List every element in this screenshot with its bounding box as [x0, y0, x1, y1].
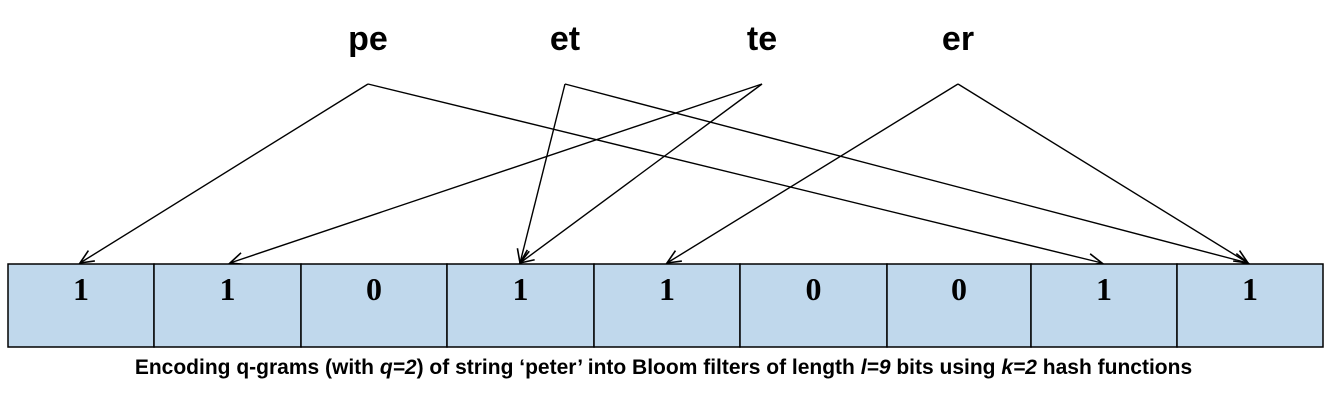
qgram-pe: pe [348, 20, 388, 58]
caption-text: hash functions [1036, 356, 1193, 379]
diagram-caption: Encoding q-grams (with q=2) of string ‘p… [0, 356, 1327, 380]
bit-cell-3 [446, 263, 595, 348]
arrow-et-to-bit-3 [516, 83, 566, 265]
qgram-te: te [747, 20, 777, 58]
bit-value-2: 0 [366, 271, 382, 307]
bit-value-4: 1 [659, 271, 675, 307]
bit-value-0: 1 [73, 271, 89, 307]
bit-cell-5 [739, 263, 888, 348]
caption-text: Encoding q-grams (with [134, 356, 380, 379]
arrow-te-to-bit-1 [228, 83, 763, 266]
bit-cell-7 [1030, 263, 1178, 348]
bit-cell-0 [7, 263, 155, 348]
bloom-filter-cells: 1 1 0 1 1 0 0 1 1 [7, 263, 1324, 348]
arrow-er-to-bit-8 [957, 83, 1250, 265]
arrow-er-to-bit-4 [665, 83, 959, 265]
bit-value-6: 0 [951, 271, 967, 307]
caption-k-value: k=2 [1001, 356, 1037, 379]
qgram-et: et [550, 20, 580, 58]
bit-cell-2 [300, 263, 448, 348]
bit-cell-8 [1176, 263, 1324, 348]
arrow-pe-to-bit-7 [367, 83, 1104, 267]
arrow-te-to-bit-3 [518, 83, 763, 265]
qgram-labels: pe et te er [348, 20, 974, 58]
bit-cell-6 [886, 263, 1032, 348]
bit-value-8: 1 [1242, 271, 1258, 307]
qgram-er: er [942, 20, 974, 58]
caption-text: bits using [890, 356, 1002, 379]
bit-value-3: 1 [513, 271, 529, 307]
bit-cell-4 [593, 263, 741, 348]
caption-text: ) of string ‘peter’ into Bloom filters o… [416, 356, 861, 379]
bit-value-7: 1 [1096, 271, 1112, 307]
bit-cell-1 [153, 263, 302, 348]
caption-l-value: l=9 [860, 356, 891, 379]
caption-q-value: q=2 [379, 356, 417, 379]
bit-value-5: 0 [806, 271, 822, 307]
arrow-et-to-bit-8 [564, 83, 1250, 267]
bit-value-1: 1 [220, 271, 236, 307]
arrow-pe-to-bit-0 [78, 83, 369, 265]
hash-arrows [78, 83, 1250, 267]
